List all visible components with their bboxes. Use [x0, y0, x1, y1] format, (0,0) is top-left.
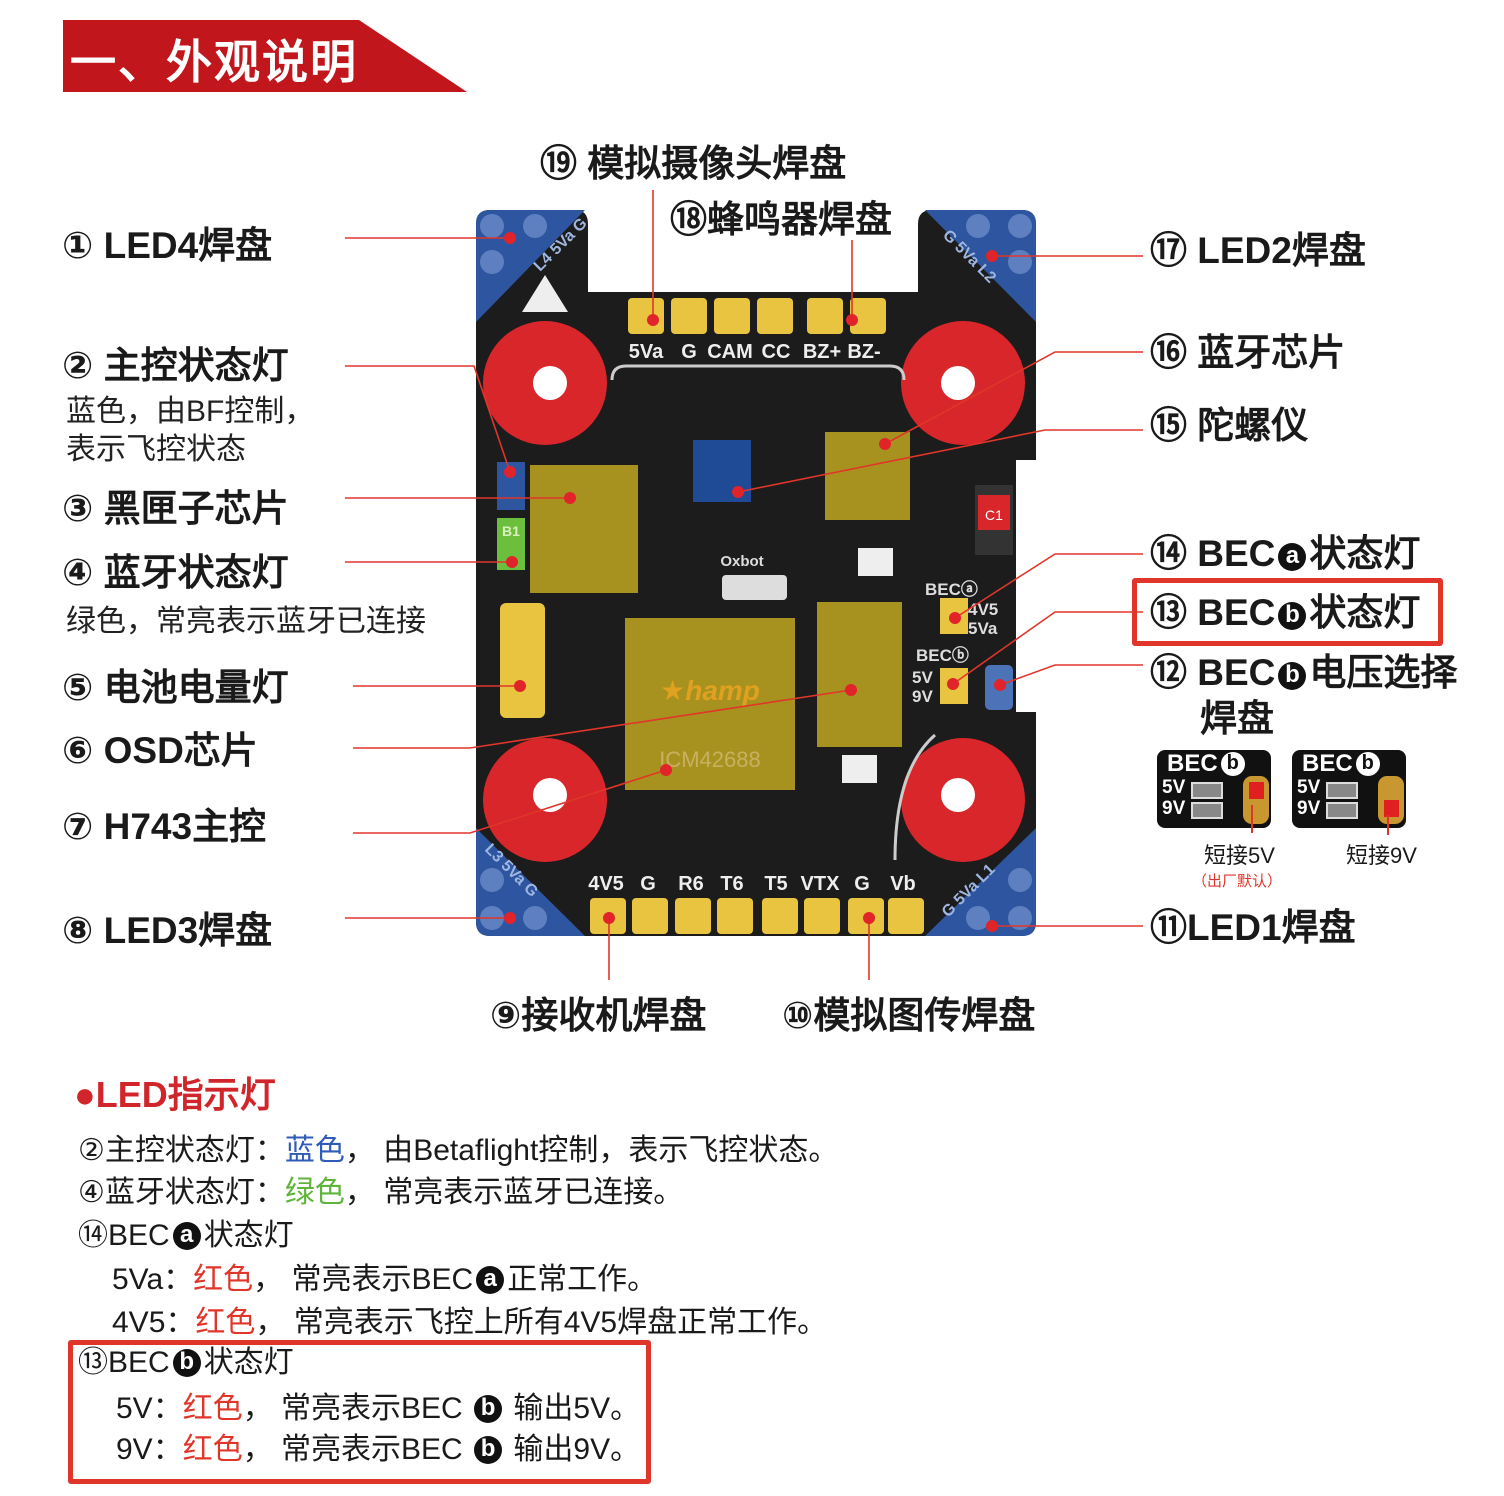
- component: [842, 755, 877, 783]
- callout-desc: 表示飞控状态: [66, 433, 246, 466]
- crystal: [722, 575, 787, 600]
- receiver-vtx-pads: [590, 898, 924, 934]
- callout-dots: [504, 232, 1006, 932]
- legend-bt-led: ④蓝牙状态灯：绿色， 常亮表示蓝牙已连接。: [78, 1176, 684, 1209]
- board-outline: [476, 210, 1036, 936]
- bec-b-5v: 5V: [912, 668, 933, 687]
- pad-label: BZ+: [803, 341, 841, 363]
- camera-buzzer-pads: [628, 298, 886, 334]
- pad-label: VTX: [801, 873, 841, 895]
- led2-corner-pads: [925, 210, 1036, 322]
- champ-logo: ★hamp: [660, 675, 760, 706]
- bec-a-5va: 5Va: [968, 619, 998, 638]
- callout-led3-pads: ⑧ LED3焊盘: [62, 910, 273, 951]
- osd-chip: [817, 602, 902, 747]
- pad-label: BZ-: [847, 341, 880, 363]
- callout-bt-status-led: ④ 蓝牙状态灯: [62, 552, 289, 593]
- leader-line: [1387, 815, 1389, 835]
- chip-brand-text: Oxbot: [720, 553, 763, 570]
- legend-bec-b-5v: 5V：红色， 常亮表示BEC b 输出5V。: [116, 1392, 641, 1425]
- factory-default-note: （出厂默认）: [1192, 873, 1283, 890]
- pad-label: CC: [762, 341, 791, 363]
- led3-corner-pads: [476, 828, 585, 936]
- legend-bec-a-4v5: 4V5：红色， 常亮表示飞控上所有4V5焊盘正常工作。: [112, 1306, 828, 1339]
- pad-label: 5Va: [629, 341, 664, 363]
- callout-desc: 蓝色，由BF控制，: [66, 395, 315, 428]
- pad-label: R6: [678, 873, 704, 895]
- capacitor-label: C1: [985, 507, 1003, 523]
- page-title: 一、外观说明: [70, 36, 358, 88]
- battery-led: [500, 603, 545, 718]
- imu-marking: ICM42688: [659, 747, 761, 772]
- callout-fc-status-led: ② 主控状态灯: [62, 345, 289, 386]
- callout-desc: 绿色，常亮表示蓝牙已连接: [66, 605, 426, 638]
- led-label: B1: [502, 523, 520, 539]
- highlight-box: [68, 1340, 651, 1484]
- pad-label: G: [640, 873, 656, 895]
- callout-led4-pads: ① LED4焊盘: [62, 225, 273, 266]
- legend-fc-led: ②主控状态灯：蓝色， 由Betaflight控制，表示飞控状态。: [78, 1134, 839, 1167]
- callout-led1-pads: ⑪LED1焊盘: [1150, 907, 1356, 948]
- led1-corner-pads: [925, 828, 1036, 936]
- pad-label: 4V5: [588, 873, 624, 895]
- pad-label: G: [854, 873, 870, 895]
- pad-label: T6: [720, 873, 743, 895]
- bec-b-label: BECⓑ: [916, 645, 969, 665]
- gyro-chip: [825, 432, 910, 520]
- callout-vtx-pads: ⑩模拟图传焊盘: [782, 995, 1036, 1036]
- leader-line: [1251, 805, 1253, 833]
- callout-camera-pads: ⑲ 模拟摄像头焊盘: [540, 143, 847, 184]
- pad-label: T5: [764, 873, 787, 895]
- callout-bluetooth-chip: ⑯ 蓝牙芯片: [1150, 332, 1346, 373]
- bec-a-label: BECⓐ: [925, 579, 978, 599]
- mounting-holes: [483, 321, 1025, 862]
- blackbox-chip: [530, 465, 638, 593]
- callout-battery-led: ⑤ 电池电量灯: [62, 667, 289, 708]
- orientation-arrow: [522, 275, 568, 312]
- callout-buzzer-pads: ⑱蜂鸣器焊盘: [670, 199, 892, 240]
- led-section-title: ●LED指示灯: [74, 1074, 276, 1115]
- bec-a-4v5: 4V5: [968, 600, 998, 619]
- direction-arrow: [893, 733, 936, 861]
- capacitor-mark: [978, 495, 1010, 530]
- pad-label: Vb: [890, 873, 916, 895]
- callout-led2-pads: ⑰ LED2焊盘: [1150, 230, 1366, 271]
- callout-osd-chip: ⑥ OSD芯片: [62, 730, 258, 771]
- pad-label: G: [681, 341, 697, 363]
- callout-receiver-pads: ⑨接收机焊盘: [490, 995, 707, 1036]
- bec-b-9v: 9V: [912, 687, 933, 706]
- callout-bec-b-voltage-select-2: 焊盘: [1200, 698, 1274, 739]
- callout-h743-mcu: ⑦ H743主控: [62, 806, 267, 847]
- component: [858, 548, 893, 576]
- highlight-box: [1132, 578, 1443, 646]
- bec-5v-caption: 短接5V: [1204, 843, 1275, 868]
- callout-blackbox-chip: ③ 黑匣子芯片: [62, 488, 289, 529]
- leader-lines: [345, 190, 1143, 980]
- silkscreen-line: [610, 364, 906, 381]
- pad-label: CAM: [707, 341, 753, 363]
- h743-mcu: [625, 618, 795, 790]
- legend-bec-b-9v: 9V：红色， 常亮表示BEC b 输出9V。: [116, 1433, 641, 1466]
- bec-9v-caption: 短接9V: [1346, 843, 1417, 868]
- callout-gyro: ⑮ 陀螺仪: [1150, 405, 1309, 446]
